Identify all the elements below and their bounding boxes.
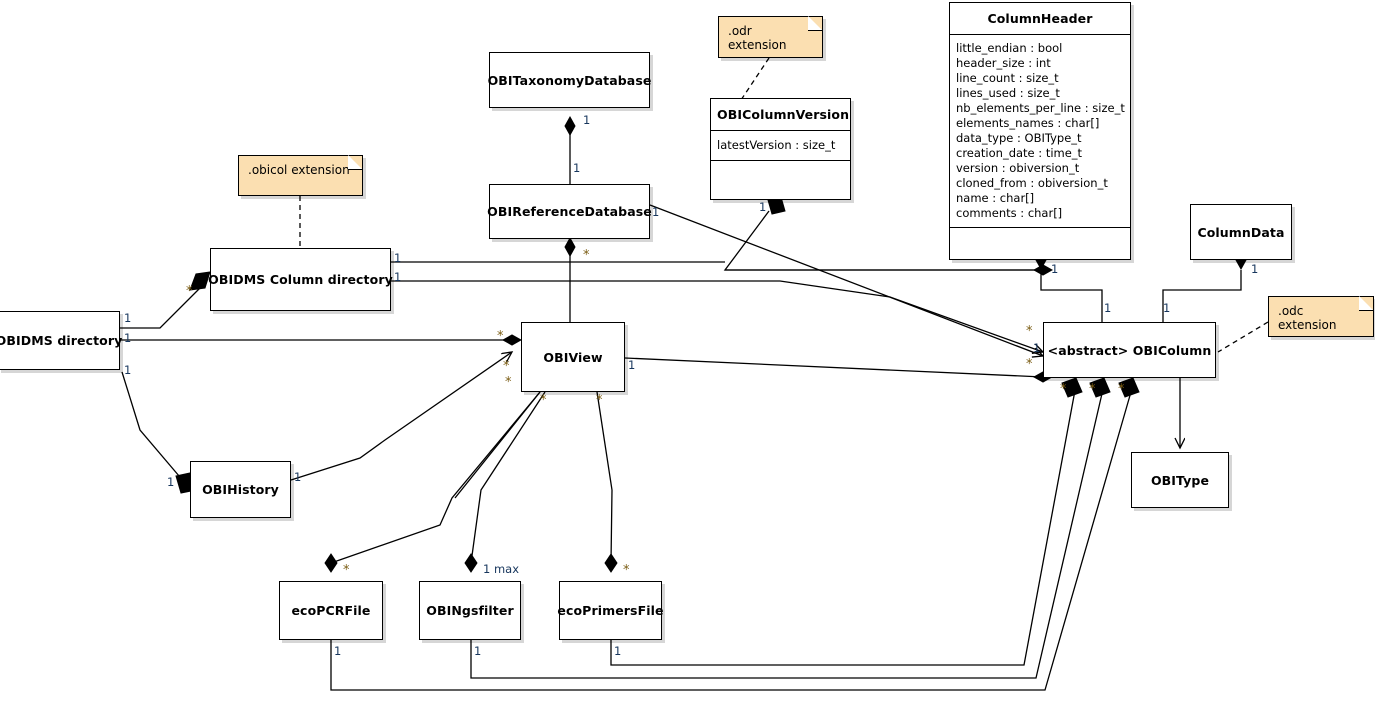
class-obireferencedatabase[interactable]: OBIReferenceDatabase bbox=[487, 184, 652, 239]
class-ecopcrfile[interactable]: ecoPCRFile bbox=[279, 581, 383, 640]
class-column-data[interactable]: ColumnData bbox=[1190, 204, 1292, 260]
multiplicity-label: 1 bbox=[334, 644, 342, 658]
multiplicity-star: * bbox=[505, 375, 512, 390]
attribute: line_count : size_t bbox=[956, 71, 1059, 85]
multiplicity-star: * bbox=[186, 284, 193, 299]
class-obihistory-title: OBIHistory bbox=[202, 482, 279, 497]
multiplicity-star: * bbox=[1089, 382, 1096, 397]
class-obiview[interactable]: OBIView bbox=[521, 322, 625, 392]
note-odc-extension: .odc extension bbox=[1268, 296, 1374, 337]
divider bbox=[950, 34, 1130, 35]
class-obicolumnversion-operations bbox=[711, 161, 850, 179]
attribute: name : char[] bbox=[956, 191, 1035, 205]
class-obingsfilter[interactable]: OBINgsfilter bbox=[419, 581, 521, 640]
multiplicity-star: * bbox=[1118, 382, 1125, 397]
attribute: version : obiversion_t bbox=[956, 161, 1080, 175]
multiplicity-label: 1 bbox=[1104, 301, 1112, 315]
multiplicity-label: 1 bbox=[573, 161, 581, 175]
multiplicity-star: * bbox=[1026, 324, 1033, 339]
multiplicity-label: 1 bbox=[294, 470, 302, 484]
multiplicity-label: 1 bbox=[628, 358, 636, 372]
class-ecoprimersfile[interactable]: ecoPrimersFile bbox=[557, 581, 663, 640]
multiplicity-label: 1 bbox=[583, 113, 591, 127]
multiplicity-star: * bbox=[583, 248, 590, 263]
class-column-header-attributes: little_endian : bool header_size : int l… bbox=[950, 35, 1130, 227]
attribute: little_endian : bool bbox=[956, 41, 1063, 55]
multiplicity-label: 1 bbox=[614, 644, 622, 658]
note-odr-label: .odr extension bbox=[728, 24, 787, 52]
attribute: data_type : OBIType_t bbox=[956, 131, 1082, 145]
multiplicity-star: * bbox=[623, 563, 630, 578]
divider bbox=[711, 160, 850, 161]
multiplicity-label: 1 max bbox=[483, 562, 520, 576]
class-obitaxonomydatabase[interactable]: OBITaxonomyDatabase bbox=[488, 52, 651, 108]
class-obitaxonomydatabase-title: OBITaxonomyDatabase bbox=[487, 72, 652, 88]
multiplicity-star: * bbox=[540, 393, 547, 408]
class-column-header[interactable]: ColumnHeader little_endian : bool header… bbox=[949, 2, 1131, 260]
class-obihistory[interactable]: OBIHistory bbox=[190, 461, 291, 518]
class-obitype[interactable]: OBIType bbox=[1131, 452, 1229, 508]
attribute: comments : char[] bbox=[956, 206, 1063, 220]
attribute: header_size : int bbox=[956, 56, 1051, 70]
attribute: nb_elements_per_line : size_t bbox=[956, 101, 1125, 115]
multiplicity-star: * bbox=[497, 329, 504, 344]
multiplicity-label: 1 bbox=[394, 270, 402, 284]
class-column-header-operations bbox=[950, 228, 1130, 250]
attribute: latestVersion : size_t bbox=[717, 138, 836, 152]
class-obicolumnversion-attributes: latestVersion : size_t bbox=[711, 131, 850, 160]
class-obitype-title: OBIType bbox=[1150, 472, 1210, 488]
multiplicity-label: 1 bbox=[1163, 301, 1171, 315]
attribute: cloned_from : obiversion_t bbox=[956, 176, 1108, 190]
multiplicity-label: 1 bbox=[124, 311, 132, 325]
multiplicity-label: 1 bbox=[1251, 262, 1259, 276]
note-odc-label: .odc extension bbox=[1278, 304, 1337, 332]
multiplicity-star: * bbox=[1060, 382, 1067, 397]
multiplicity-label: 1 bbox=[1033, 341, 1041, 355]
class-column-data-title: ColumnData bbox=[1197, 224, 1285, 240]
class-obiview-title: OBIView bbox=[543, 349, 603, 365]
multiplicity-label: 1 bbox=[167, 475, 175, 489]
class-obidms-directory-title: OBIDMS directory bbox=[0, 333, 123, 348]
divider bbox=[711, 130, 850, 131]
multiplicity-label: 1 bbox=[124, 363, 132, 377]
note-obicol-extension: .obicol extension bbox=[238, 155, 363, 196]
multiplicity-label: 1 bbox=[394, 251, 402, 265]
class-obidms-column-directory-title: OBIDMS Column directory bbox=[208, 272, 393, 287]
class-obicolumnversion[interactable]: OBIColumnVersion latestVersion : size_t bbox=[710, 98, 851, 200]
class-obidms-directory[interactable]: OBIDMS directory bbox=[0, 311, 122, 370]
multiplicity-star: * bbox=[343, 563, 350, 578]
multiplicity-label: 1 bbox=[759, 200, 767, 214]
class-obidms-column-directory[interactable]: OBIDMS Column directory bbox=[208, 248, 393, 311]
multiplicity-star: * bbox=[503, 359, 510, 374]
attribute: lines_used : size_t bbox=[956, 86, 1060, 100]
multiplicity-star: * bbox=[1026, 357, 1033, 372]
multiplicity-label: 1 bbox=[652, 205, 660, 219]
class-ecoprimersfile-title: ecoPrimersFile bbox=[557, 603, 664, 618]
class-obicolumnversion-title: OBIColumnVersion bbox=[717, 107, 850, 122]
class-obireferencedatabase-title: OBIReferenceDatabase bbox=[487, 204, 652, 219]
attribute: creation_date : time_t bbox=[956, 146, 1083, 160]
multiplicity-label: 1 bbox=[124, 331, 132, 345]
attribute: elements_names : char[] bbox=[956, 116, 1100, 130]
note-odr-extension: .odr extension bbox=[718, 16, 823, 58]
class-ecopcrfile-title: ecoPCRFile bbox=[291, 603, 371, 618]
class-obingsfilter-title: OBINgsfilter bbox=[426, 603, 514, 618]
multiplicity-label: 1 bbox=[474, 644, 482, 658]
multiplicity-label: 1 bbox=[1051, 262, 1059, 276]
class-obicolumn[interactable]: <abstract> OBIColumn bbox=[1043, 322, 1216, 378]
class-obicolumn-title: <abstract> OBIColumn bbox=[1047, 342, 1212, 358]
multiplicity-star: * bbox=[596, 393, 603, 408]
note-obicol-label: .obicol extension bbox=[248, 163, 350, 177]
class-column-header-title: ColumnHeader bbox=[987, 11, 1093, 26]
